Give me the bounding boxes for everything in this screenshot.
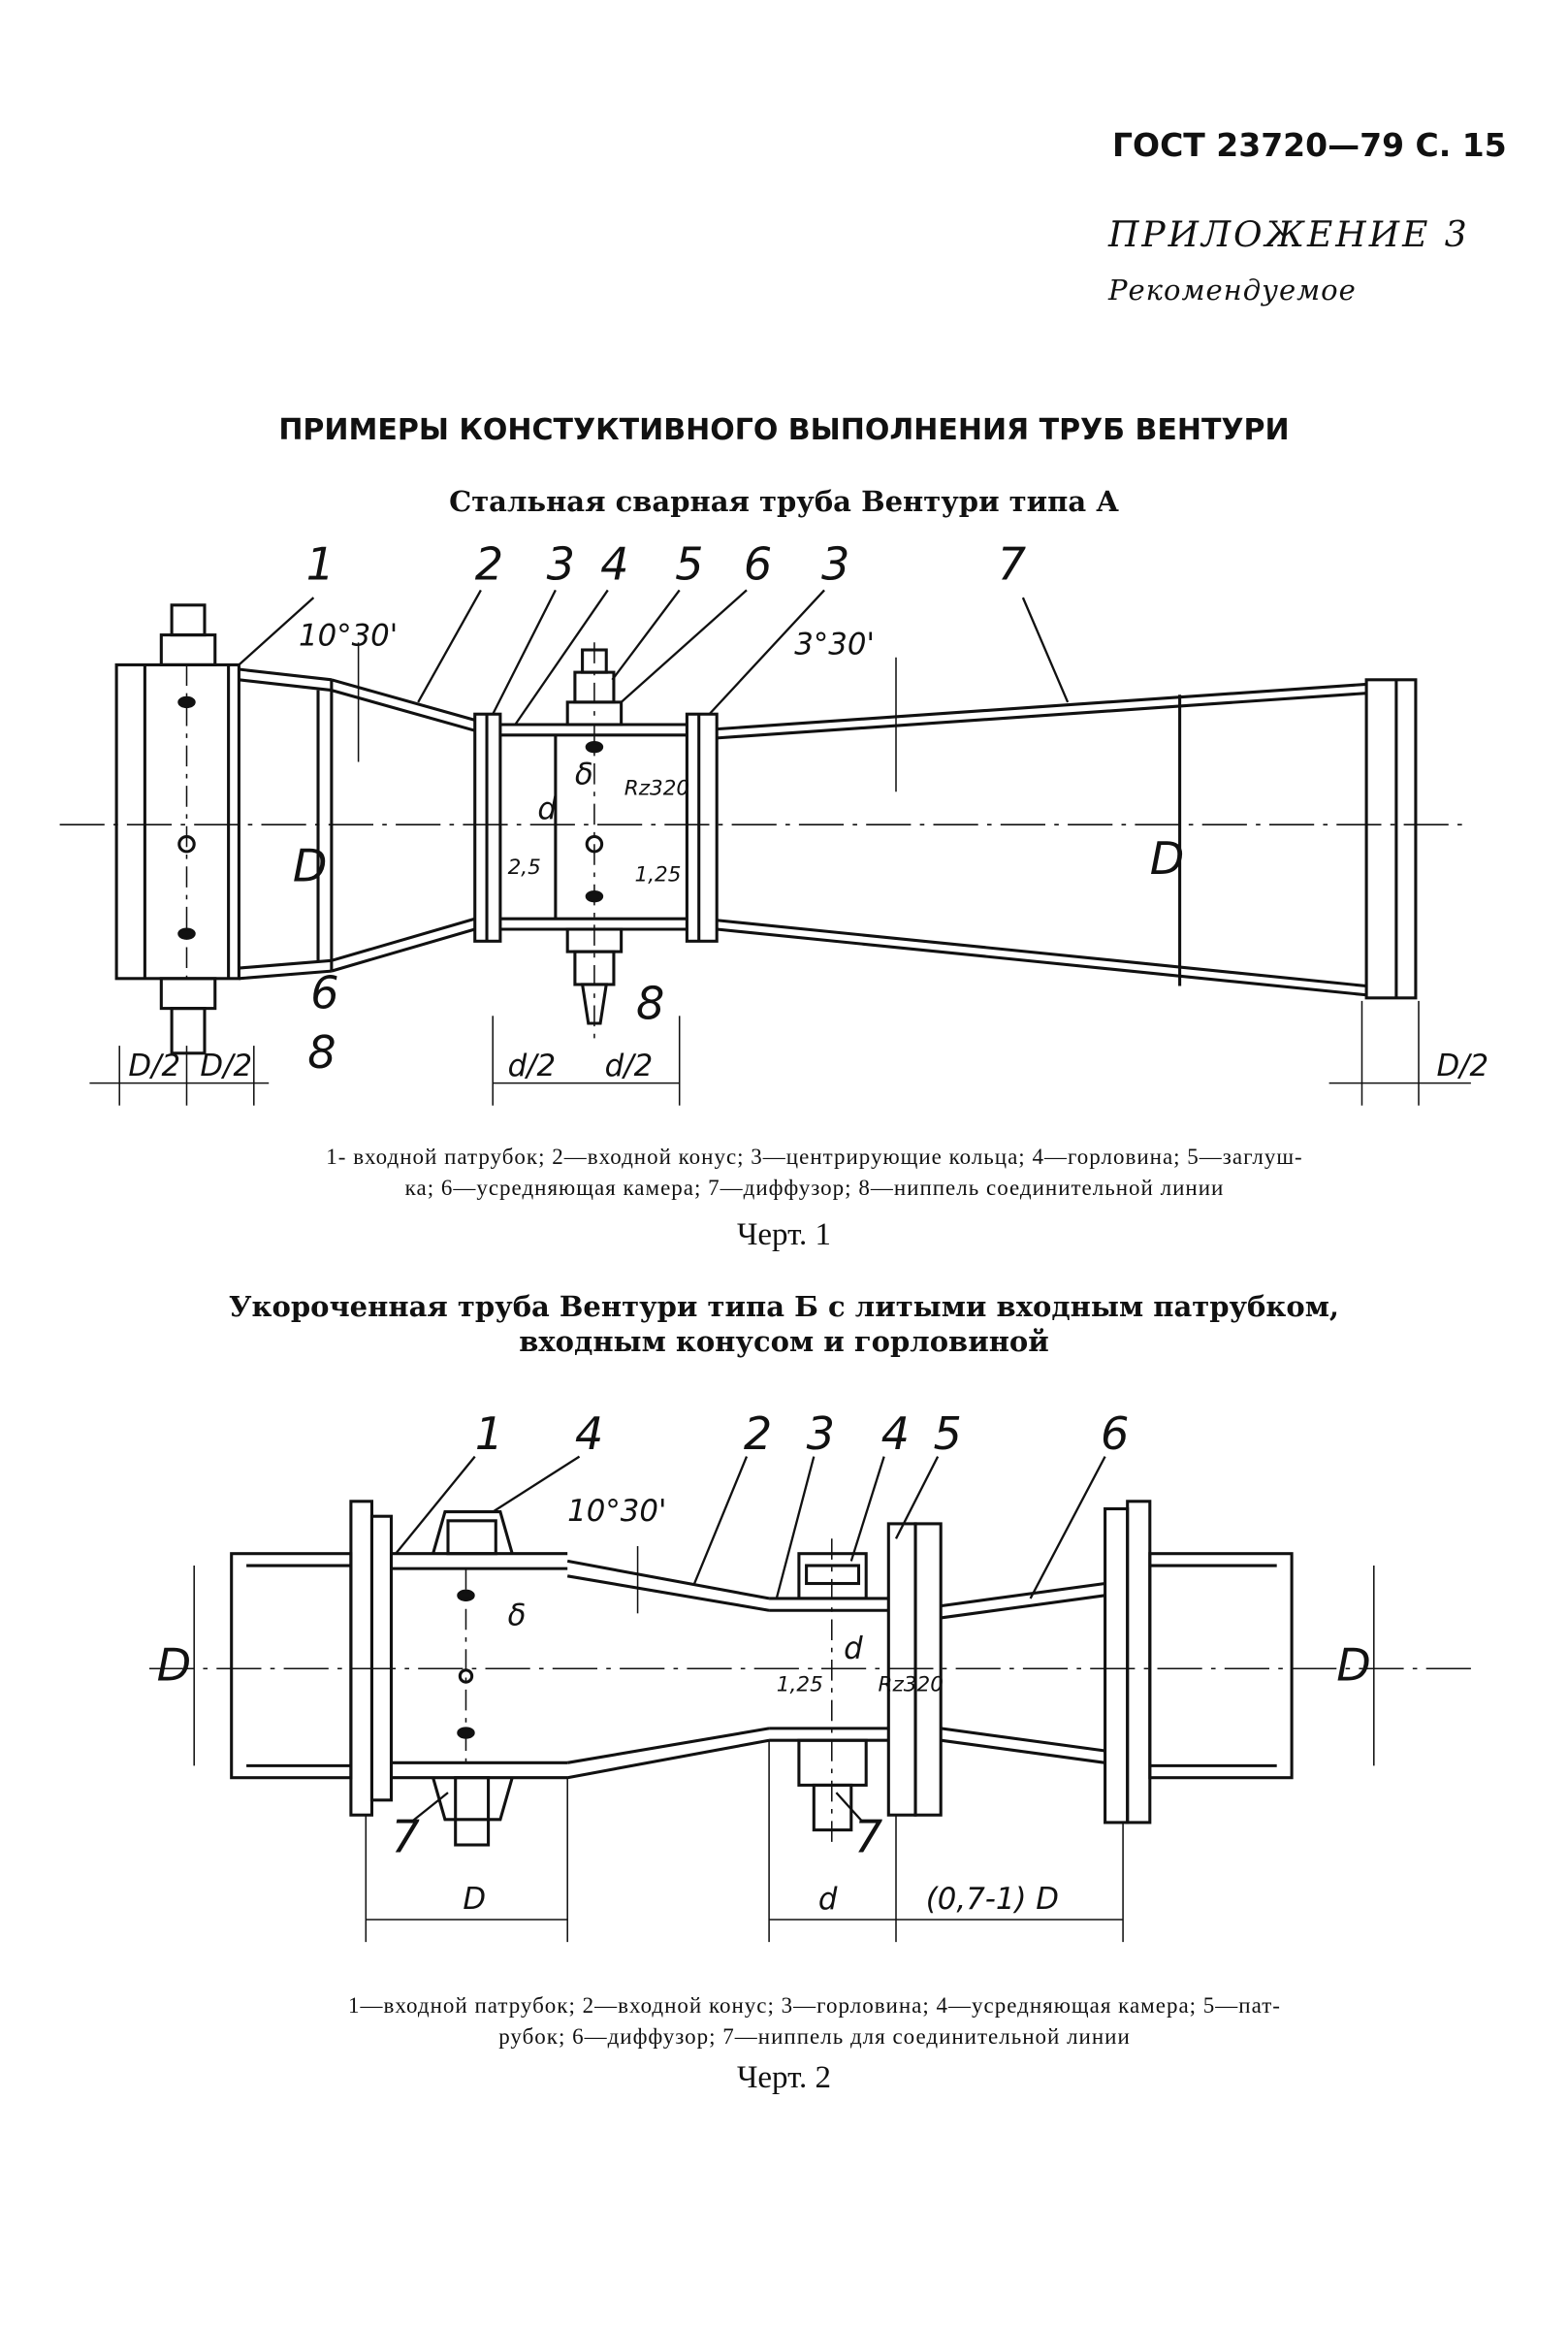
label-angle-inlet: 10°30'	[299, 618, 398, 653]
label-part-2: 2	[744, 1407, 772, 1460]
label-part-3: 3	[547, 538, 575, 591]
dim-d: d	[818, 1882, 838, 1917]
dim-D2-b: D/2	[200, 1049, 252, 1083]
figure2-number: Черт. 2	[736, 2060, 832, 2095]
label-1-25: 1,25	[777, 1672, 823, 1696]
label-D-left: D	[157, 1639, 192, 1692]
label-delta: δ	[575, 758, 593, 792]
appendix-status: Рекомендуемое	[1108, 274, 1357, 307]
figure2-drawing	[149, 1455, 1479, 1943]
label-part-8a: 8	[307, 1026, 336, 1079]
page-title: ПРИМЕРЫ КОНСТУКТИВНОГО ВЫПОЛНЕНИЯ ТРУБ В…	[278, 413, 1290, 447]
label-d: d	[537, 791, 557, 826]
dim-d2-a: d/2	[508, 1049, 557, 1083]
label-part-6: 6	[744, 538, 772, 591]
figure2-subtitle-line2: входным конусом и горловиной	[519, 1325, 1049, 1358]
figure1-number: Черт. 1	[736, 1217, 832, 1252]
figure2-labels: 1 4 2 3 4 5 6 10°30' D δ d 1,25 Rz320 D …	[157, 1407, 1371, 1917]
label-part-4a: 4	[575, 1407, 603, 1460]
label-part-7: 7	[998, 538, 1026, 591]
label-angle: 10°30'	[567, 1494, 666, 1529]
figure1-subtitle: Стальная сварная труба Вентури типа А	[449, 485, 1119, 518]
label-part-7b: 7	[854, 1811, 882, 1863]
figure1-drawing	[59, 589, 1471, 1106]
figure1-caption-line2: ка; 6—усредняющая камера; 7—диффузор; 8—…	[404, 1176, 1225, 1200]
label-part-1: 1	[475, 1407, 503, 1460]
label-part-1: 1	[306, 538, 335, 591]
figure2-caption-line1: 1—входной патрубок; 2—входной конус; 3—г…	[348, 1993, 1281, 2018]
appendix-label: ПРИЛОЖЕНИЕ 3	[1108, 215, 1470, 255]
figure2-subtitle-line1: Укороченная труба Вентури типа Б с литым…	[229, 1290, 1339, 1323]
label-angle-outlet: 3°30'	[794, 628, 875, 662]
label-d: d	[844, 1631, 863, 1666]
label-part-5: 5	[934, 1407, 962, 1460]
label-part-7a: 7	[391, 1811, 419, 1863]
dim-d2-b: d/2	[605, 1049, 654, 1083]
label-part-5: 5	[675, 538, 703, 591]
label-roughness: Rz320	[624, 776, 689, 800]
dim-D2-a: D/2	[128, 1049, 180, 1083]
label-part-3: 3	[807, 1407, 835, 1460]
label-delta: δ	[508, 1599, 527, 1633]
figure1-caption-line1: 1- входной патрубок; 2—входной конус; 3—…	[326, 1145, 1303, 1169]
label-part-4b: 4	[881, 1407, 910, 1460]
label-1-25: 1,25	[635, 863, 682, 888]
label-D-right: D	[1150, 832, 1185, 885]
label-part-6b: 6	[310, 967, 338, 1019]
figure1-caption: 1- входной патрубок; 2—входной конус; 3—…	[145, 1142, 1484, 1204]
dim-D2-c: D/2	[1436, 1049, 1488, 1083]
label-2-5: 2,5	[508, 856, 541, 880]
figure2-caption: 1—входной патрубок; 2—входной конус; 3—г…	[145, 1990, 1484, 2052]
standard-header: ГОСТ 23720—79 С. 15	[1112, 126, 1507, 164]
label-part-6: 6	[1101, 1407, 1129, 1460]
label-part-8b: 8	[636, 977, 664, 1029]
label-part-4: 4	[600, 538, 628, 591]
dim-range: (0,7-1) D	[926, 1882, 1059, 1917]
label-part-2: 2	[475, 538, 503, 591]
label-D-left: D	[293, 840, 328, 892]
figure2-caption-line2: рубок; 6—диффузор; 7—ниппель для соедини…	[498, 2024, 1131, 2049]
figure1-labels: 1 2 3 4 5 6 3 7 10°30' 3°30' Rz320 d δ D…	[128, 538, 1488, 1083]
label-D-right: D	[1336, 1639, 1371, 1692]
dim-D: D	[463, 1882, 486, 1917]
label-roughness: Rz320	[879, 1672, 944, 1696]
label-part-3b: 3	[821, 538, 849, 591]
